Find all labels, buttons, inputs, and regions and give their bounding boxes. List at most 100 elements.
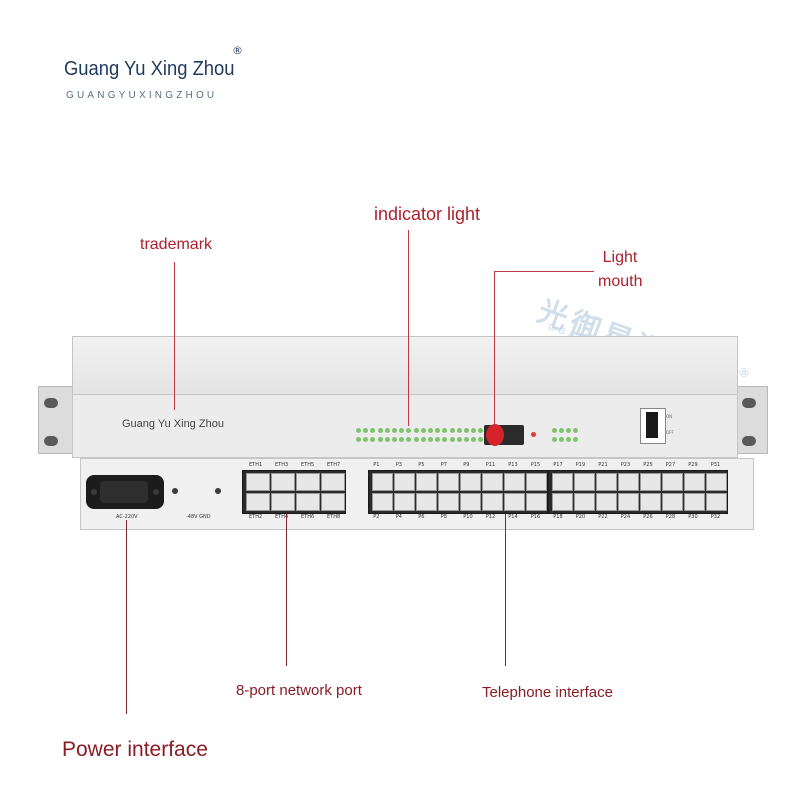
port-label: P29 <box>688 462 698 468</box>
port-label: P18 <box>553 514 563 520</box>
rj-jack[interactable] <box>574 493 595 511</box>
watermark-registered-mark: ® <box>738 366 750 380</box>
rj-jack[interactable] <box>271 473 295 491</box>
brand-logo-title: Guang Yu Xing Zhou <box>64 58 235 80</box>
rj-jack[interactable] <box>552 473 573 491</box>
port-label: P14 <box>508 514 518 520</box>
rj-jack[interactable] <box>296 473 320 491</box>
indicator-led <box>471 428 477 433</box>
indicator-led <box>413 437 419 442</box>
rack-ear-hole <box>742 436 756 446</box>
rj-jack[interactable] <box>504 473 525 491</box>
rj-jack[interactable] <box>416 473 437 491</box>
rj-jack[interactable] <box>662 493 683 511</box>
callout-network-port: 8-port network port <box>236 682 362 699</box>
rj-jack[interactable] <box>482 493 503 511</box>
callout-line-power <box>126 520 127 714</box>
callout-trademark: trademark <box>140 236 213 253</box>
rj-jack[interactable] <box>296 493 320 511</box>
indicator-led <box>552 437 557 442</box>
indicator-led <box>435 437 441 442</box>
rj-jack[interactable] <box>662 473 683 491</box>
port-label: ETH6 <box>301 514 315 520</box>
callout-line-network <box>286 514 287 666</box>
rj-jack[interactable] <box>482 473 503 491</box>
rj-jack[interactable] <box>574 473 595 491</box>
indicator-led <box>442 437 448 442</box>
indicator-led <box>442 428 448 433</box>
rj-jack[interactable] <box>271 493 295 511</box>
rj-jack[interactable] <box>640 473 661 491</box>
indicator-led <box>559 437 564 442</box>
rj-jack[interactable] <box>618 493 639 511</box>
fiber-status-led <box>531 432 536 437</box>
rj-jack[interactable] <box>438 473 459 491</box>
port-label: P5 <box>418 462 425 468</box>
rj-jack[interactable] <box>246 473 270 491</box>
rj-jack[interactable] <box>372 493 393 511</box>
rj-jack[interactable] <box>246 493 270 511</box>
indicator-led <box>566 428 571 433</box>
rj-jack[interactable] <box>706 493 727 511</box>
indicator-led <box>377 437 383 442</box>
port-label: ETH5 <box>301 462 315 468</box>
indicator-led <box>420 437 426 442</box>
indicator-led <box>428 437 433 442</box>
power-socket-inlet[interactable] <box>100 481 148 503</box>
indicator-led <box>456 437 462 442</box>
port-label: ETH2 <box>249 514 263 520</box>
rj-jack[interactable] <box>618 473 639 491</box>
ground-screw <box>215 488 221 494</box>
rj-jack[interactable] <box>596 473 617 491</box>
rj-jack[interactable] <box>321 493 345 511</box>
port-label: P10 <box>463 514 473 520</box>
indicator-led <box>573 437 578 442</box>
rj-jack[interactable] <box>438 493 459 511</box>
rj-jack[interactable] <box>526 493 547 511</box>
rj-jack[interactable] <box>640 493 661 511</box>
rj-jack[interactable] <box>416 493 437 511</box>
rj-jack[interactable] <box>394 493 415 511</box>
rj-jack[interactable] <box>321 473 345 491</box>
rj-jack[interactable] <box>596 493 617 511</box>
rj-jack[interactable] <box>372 473 393 491</box>
port-label: P15 <box>530 462 541 468</box>
fiber-dust-cap[interactable] <box>486 424 504 446</box>
port-label: P6 <box>418 514 425 520</box>
registered-mark: ® <box>232 44 243 57</box>
rj-jack[interactable] <box>460 493 481 511</box>
port-label: P32 <box>710 514 721 520</box>
rj-jack[interactable] <box>526 473 547 491</box>
socket-screw <box>153 489 159 495</box>
indicator-led <box>559 428 564 433</box>
callout-light-mouth: Light mouth <box>598 246 642 294</box>
indicator-led <box>478 437 484 442</box>
indicator-led-array-right <box>552 428 582 444</box>
indicator-led <box>356 428 361 433</box>
callout-telephone-interface: Telephone interface <box>482 684 613 701</box>
port-label: P1 <box>373 462 380 468</box>
port-label: P17 <box>553 462 563 468</box>
switch-on-label: ON <box>666 414 673 419</box>
port-label: P22 <box>598 514 608 520</box>
rj-jack[interactable] <box>684 473 705 491</box>
callout-line-telephone <box>505 514 506 666</box>
indicator-led <box>384 428 390 433</box>
rj-jack[interactable] <box>552 493 573 511</box>
callout-indicator-light: indicator light <box>374 204 481 224</box>
callout-light-mouth-line1: Light <box>602 249 638 266</box>
indicator-led <box>573 428 578 433</box>
port-label: P24 <box>620 514 631 520</box>
telephone-port-block-a <box>368 470 548 514</box>
rj-jack[interactable] <box>706 473 727 491</box>
rj-jack[interactable] <box>394 473 415 491</box>
power-switch-rocker[interactable] <box>646 412 658 438</box>
rj-jack[interactable] <box>504 493 525 511</box>
switch-off-label: OFF <box>666 430 674 435</box>
indicator-led <box>370 428 376 433</box>
rj-jack[interactable] <box>684 493 705 511</box>
power-socket-label: AC-220V <box>116 514 138 520</box>
callout-line-light-mouth-v <box>494 271 495 427</box>
network-port-block <box>242 470 346 514</box>
rj-jack[interactable] <box>460 473 481 491</box>
